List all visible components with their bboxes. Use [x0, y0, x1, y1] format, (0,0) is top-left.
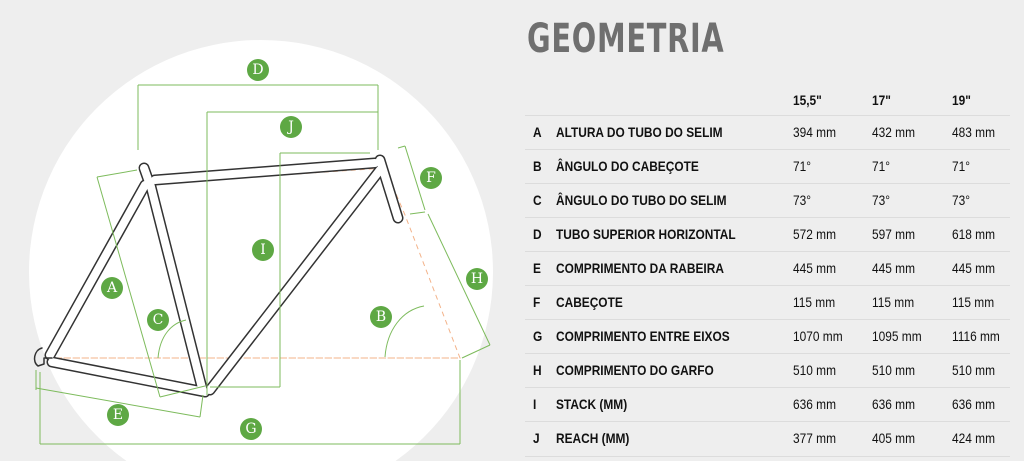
label-a: A — [101, 277, 123, 299]
row-value: 636 mm — [952, 396, 995, 412]
svg-text:H: H — [471, 271, 483, 287]
page-title: GEOMETRIA — [527, 16, 725, 62]
svg-text:F: F — [426, 170, 436, 186]
row-letter: F — [533, 294, 541, 310]
svg-text:A: A — [106, 280, 118, 296]
row-value: 1095 mm — [872, 328, 922, 344]
label-d: D — [247, 59, 269, 81]
row-value: 73° — [952, 192, 970, 208]
row-label: TUBO SUPERIOR HORIZONTAL — [556, 226, 736, 242]
table-row: G COMPRIMENTO ENTRE EIXOS 1070 mm 1095 mm 11… — [525, 319, 1010, 354]
svg-text:I: I — [260, 242, 266, 258]
row-value: 1070 mm — [793, 328, 843, 344]
table-row: H COMPRIMENTO DO GARFO 510 mm 510 mm 510 mm — [525, 353, 1010, 388]
row-value: 115 mm — [872, 294, 915, 310]
row-value: 71° — [952, 158, 970, 174]
row-value: 445 mm — [793, 260, 836, 276]
row-letter: H — [533, 362, 542, 378]
row-value: 115 mm — [952, 294, 995, 310]
row-letter: G — [533, 328, 543, 344]
table-row: B ÂNGULO DO CABEÇOTE 71° 71° 71° — [525, 149, 1010, 184]
size-header-1: 17" — [872, 92, 891, 108]
row-value: 432 mm — [872, 124, 915, 140]
label-i: I — [252, 239, 274, 261]
row-value: 510 mm — [952, 362, 995, 378]
size-header-2: 19" — [952, 92, 971, 108]
svg-text:G: G — [245, 421, 256, 437]
row-value: 618 mm — [952, 226, 995, 242]
row-letter: I — [533, 396, 537, 412]
label-c: C — [147, 309, 169, 331]
label-j: J — [280, 116, 302, 138]
row-value: 424 mm — [952, 430, 995, 446]
row-value: 73° — [872, 192, 890, 208]
row-label: ÂNGULO DO CABEÇOTE — [556, 158, 699, 174]
row-value: 115 mm — [793, 294, 836, 310]
size-header-0: 15,5" — [793, 92, 822, 108]
row-value: 1116 mm — [952, 328, 1000, 344]
row-letter: C — [533, 192, 542, 208]
row-value: 405 mm — [872, 430, 915, 446]
table-row: I STACK (MM) 636 mm 636 mm 636 mm — [525, 387, 1010, 422]
row-label: ÂNGULO DO TUBO DO SELIM — [556, 192, 727, 208]
svg-text:J: J — [286, 119, 294, 135]
row-letter: E — [533, 260, 541, 276]
table-row: J REACH (MM) 377 mm 405 mm 424 mm — [525, 421, 1010, 457]
dimension-lines — [35, 84, 491, 445]
row-label: REACH (MM) — [556, 430, 630, 446]
table-row: E COMPRIMENTO DA RABEIRA 445 mm 445 mm 445 m… — [525, 251, 1010, 286]
row-value: 71° — [793, 158, 811, 174]
table-row: D TUBO SUPERIOR HORIZONTAL 572 mm 597 mm 618… — [525, 217, 1010, 252]
svg-text:D: D — [252, 62, 263, 78]
row-letter: B — [533, 158, 542, 174]
row-value: 510 mm — [793, 362, 836, 378]
row-label: COMPRIMENTO DA RABEIRA — [556, 260, 724, 276]
row-letter: D — [533, 226, 542, 242]
table-row: A ALTURA DO TUBO DO SELIM 394 mm 432 mm 483 … — [525, 115, 1010, 150]
row-value: 636 mm — [872, 396, 915, 412]
row-label: COMPRIMENTO DO GARFO — [556, 362, 714, 378]
table-row: F CABEÇOTE 115 mm 115 mm 115 mm — [525, 285, 1010, 320]
label-e: E — [107, 404, 129, 426]
row-value: 445 mm — [952, 260, 995, 276]
row-value: 636 mm — [793, 396, 836, 412]
table-row: C ÂNGULO DO TUBO DO SELIM 73° 73° 73° — [525, 183, 1010, 218]
row-value: 572 mm — [793, 226, 836, 242]
row-label: ALTURA DO TUBO DO SELIM — [556, 124, 723, 140]
row-value: 483 mm — [952, 124, 995, 140]
row-value: 394 mm — [793, 124, 836, 140]
row-letter: A — [533, 124, 542, 140]
label-h: H — [466, 268, 488, 290]
row-label: CABEÇOTE — [556, 294, 623, 310]
label-g: G — [240, 418, 262, 440]
row-letter: J — [533, 430, 540, 446]
row-label: STACK (MM) — [556, 396, 628, 412]
svg-text:B: B — [376, 309, 386, 325]
row-value: 71° — [872, 158, 890, 174]
frame-geometry-diagram: D J F I H A C B E G — [29, 40, 493, 461]
row-value: 597 mm — [872, 226, 915, 242]
row-value: 73° — [793, 192, 811, 208]
row-label: COMPRIMENTO ENTRE EIXOS — [556, 328, 730, 344]
row-value: 445 mm — [872, 260, 915, 276]
bike-frame — [33, 154, 404, 398]
svg-text:E: E — [113, 407, 123, 423]
label-f: F — [420, 167, 442, 189]
svg-text:C: C — [153, 312, 164, 328]
row-value: 510 mm — [872, 362, 915, 378]
label-b: B — [370, 306, 392, 328]
row-value: 377 mm — [793, 430, 836, 446]
dimension-labels: D J F I H A C B E G — [101, 59, 488, 440]
